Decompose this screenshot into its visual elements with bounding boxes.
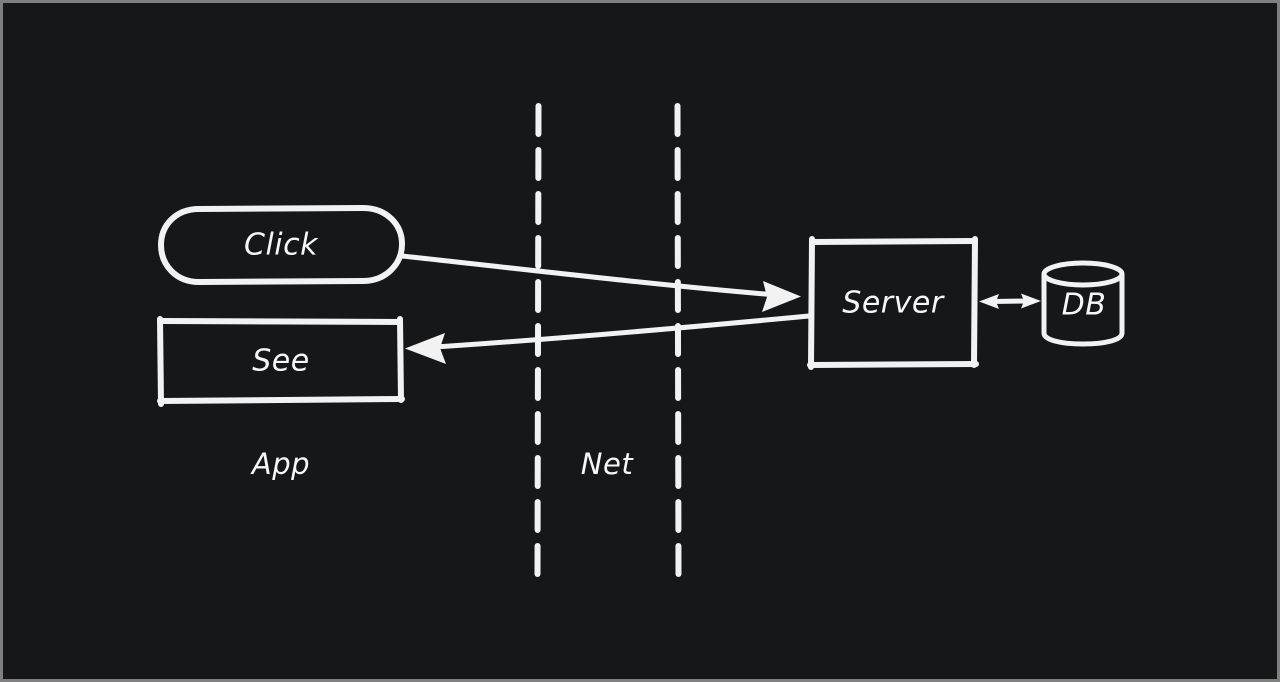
divider-right	[674, 103, 682, 579]
zone-label-app: App	[250, 447, 310, 481]
node-see[interactable]: See	[157, 316, 405, 407]
node-click-label: Click	[244, 228, 319, 263]
node-click[interactable]: Click	[158, 205, 405, 285]
edge-click-to-server	[399, 253, 801, 312]
edge-server-db	[979, 293, 1041, 309]
node-db-label: DB	[1062, 288, 1107, 323]
node-see-label: See	[252, 344, 309, 379]
node-server[interactable]: Server	[807, 236, 979, 370]
node-db[interactable]: DB	[1041, 260, 1125, 347]
node-server-label: Server	[842, 286, 945, 321]
edge-server-to-see	[405, 313, 812, 364]
zone-label-net: Net	[581, 447, 635, 481]
flow-diagram: Click See Server DB App N	[157, 103, 1125, 579]
